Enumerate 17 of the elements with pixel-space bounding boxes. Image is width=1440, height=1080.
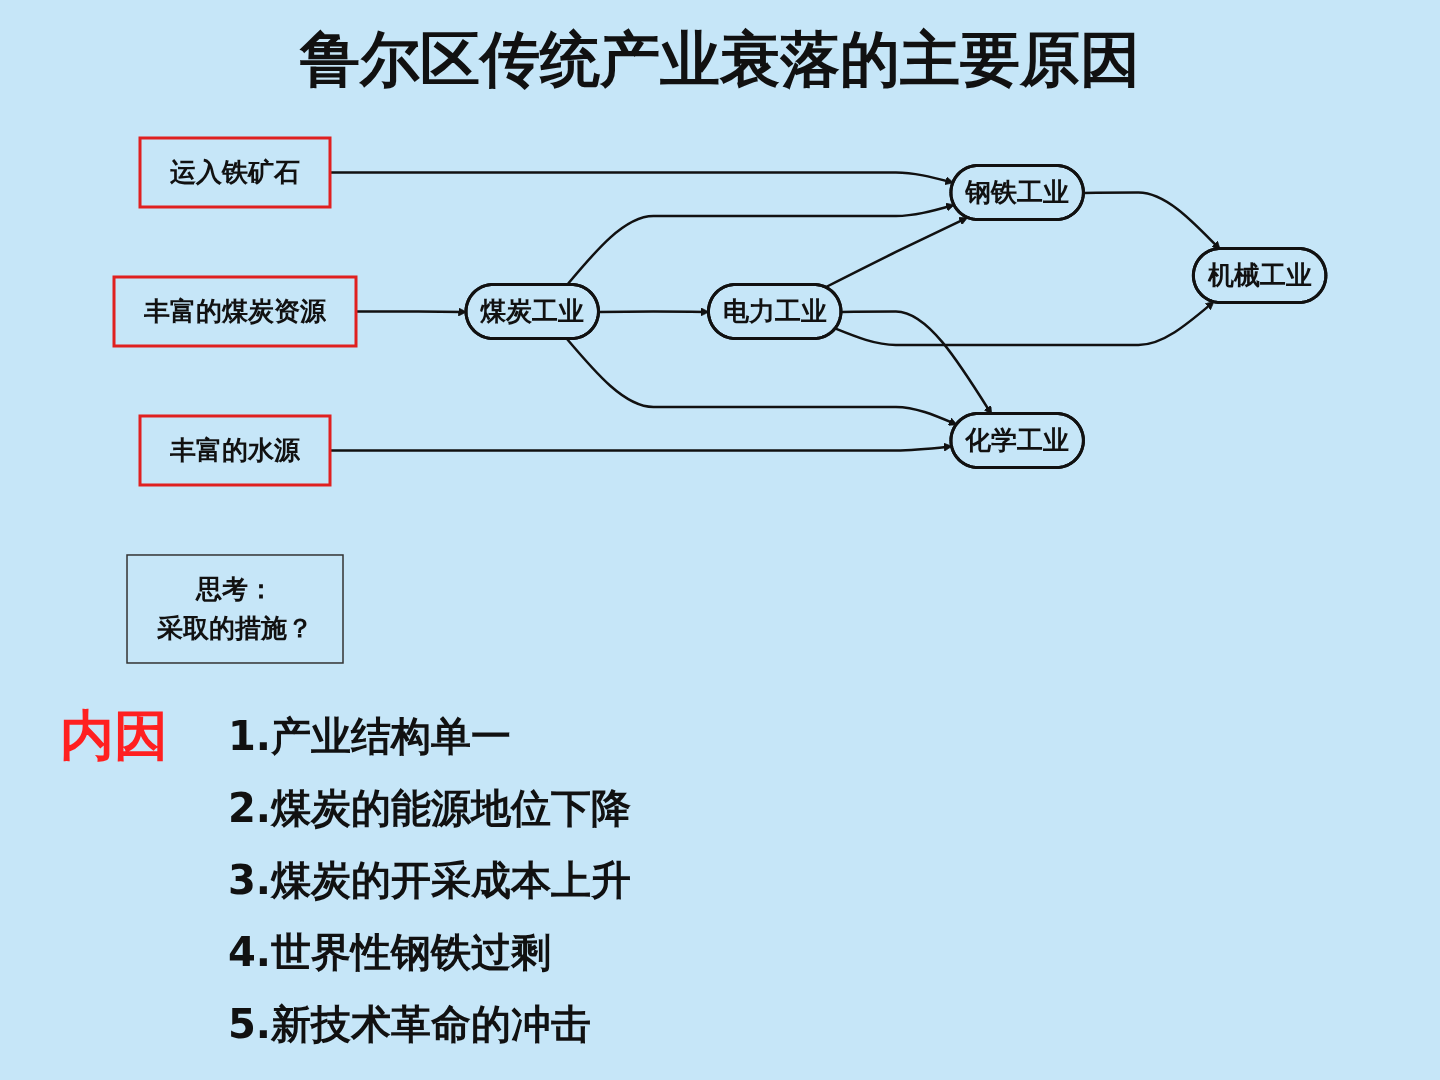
list-item: 3.煤炭的开采成本上升: [228, 856, 632, 905]
node-box: 丰富的水源: [138, 414, 332, 486]
node-box: 思考： 采取的措施？: [126, 553, 344, 664]
arrow: [356, 307, 467, 316]
list-item: 2.煤炭的能源地位下降: [228, 784, 632, 833]
list-item: 5.新技术革命的冲击: [228, 1000, 593, 1049]
side-heading: 内因: [60, 703, 168, 769]
node-box: 丰富的煤炭资源: [112, 275, 358, 347]
arrow: [330, 442, 953, 452]
arrow: [835, 300, 1215, 346]
arrow: [566, 337, 958, 426]
arrow: [330, 170, 954, 185]
list-item: 4.世界性钢铁过剩: [228, 928, 553, 977]
list-item: 1.产业结构单一: [228, 712, 513, 761]
title: 鲁尔区传统产业衰落的主要原因: [298, 23, 1141, 96]
node-box: 运入铁矿石: [138, 136, 332, 208]
arrow: [824, 216, 968, 288]
